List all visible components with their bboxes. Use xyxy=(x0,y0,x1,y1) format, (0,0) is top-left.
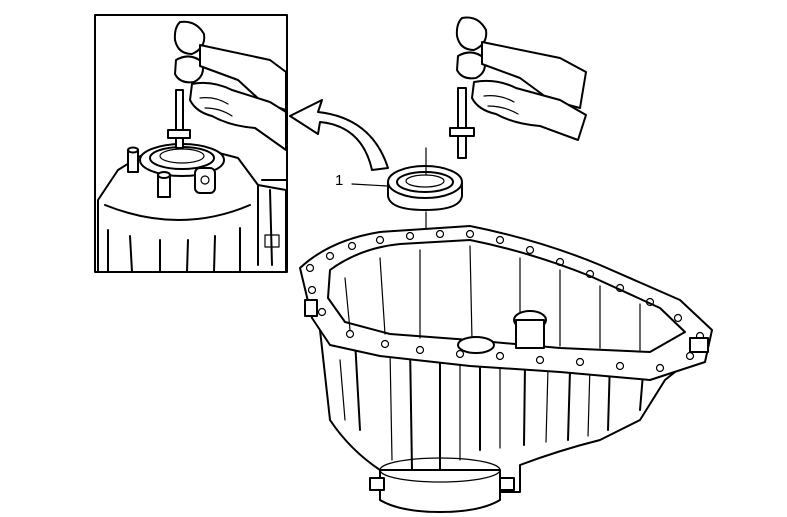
curved-arrow-icon xyxy=(289,99,389,171)
main-hand xyxy=(471,79,587,141)
main-installer-assembly xyxy=(449,16,587,159)
main-hammer-icon xyxy=(455,16,587,109)
detail-inset-frame xyxy=(94,14,288,273)
inset-hand xyxy=(189,81,286,151)
detail-inset xyxy=(94,14,288,273)
flange-bolt-holes xyxy=(305,229,705,373)
case-flange xyxy=(299,225,713,381)
callout-1-leader xyxy=(351,183,389,187)
transfer-case xyxy=(299,225,713,513)
callout-1-label: 1 xyxy=(335,172,344,189)
seal-installer-icon xyxy=(175,89,184,149)
seal xyxy=(387,165,463,211)
hammer-icon xyxy=(173,20,286,111)
